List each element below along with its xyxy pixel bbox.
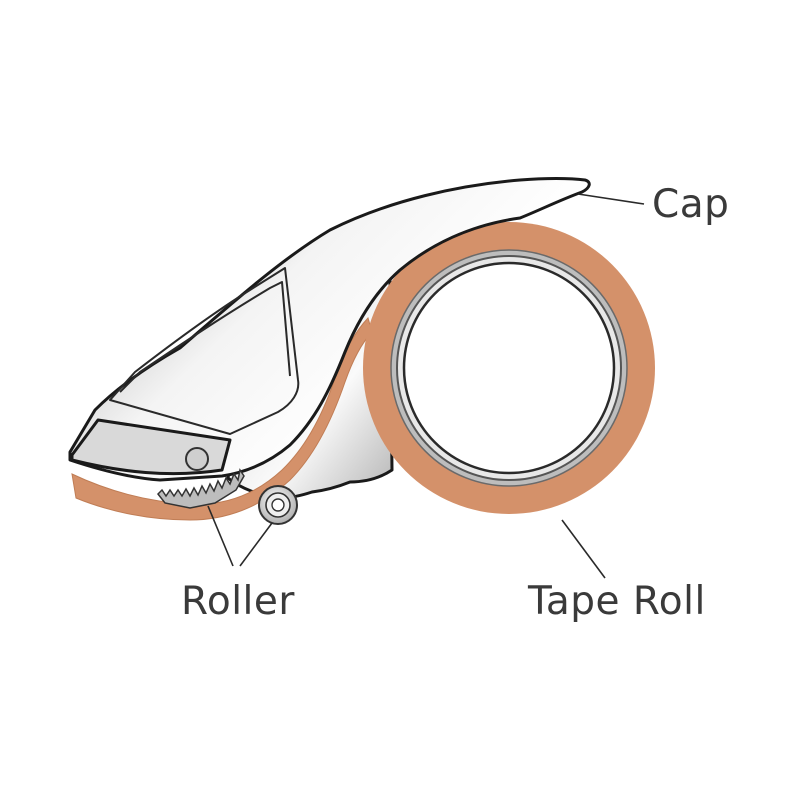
small-roller-wheel — [258, 485, 298, 525]
roller-leader-line-2 — [239, 522, 273, 567]
dispenser-cap — [68, 177, 591, 482]
cap-side-panel — [109, 267, 300, 435]
roller-leader-line-1 — [207, 505, 234, 567]
label-cap: Cap — [652, 182, 729, 227]
label-roller: Roller — [181, 579, 295, 624]
serrated-roller — [157, 468, 245, 509]
cap-leader-line — [577, 193, 645, 205]
cap-pivot-hole — [185, 447, 209, 471]
label-tape-roll: Tape Roll — [527, 579, 706, 624]
tape-roll-leader-line — [561, 519, 606, 579]
